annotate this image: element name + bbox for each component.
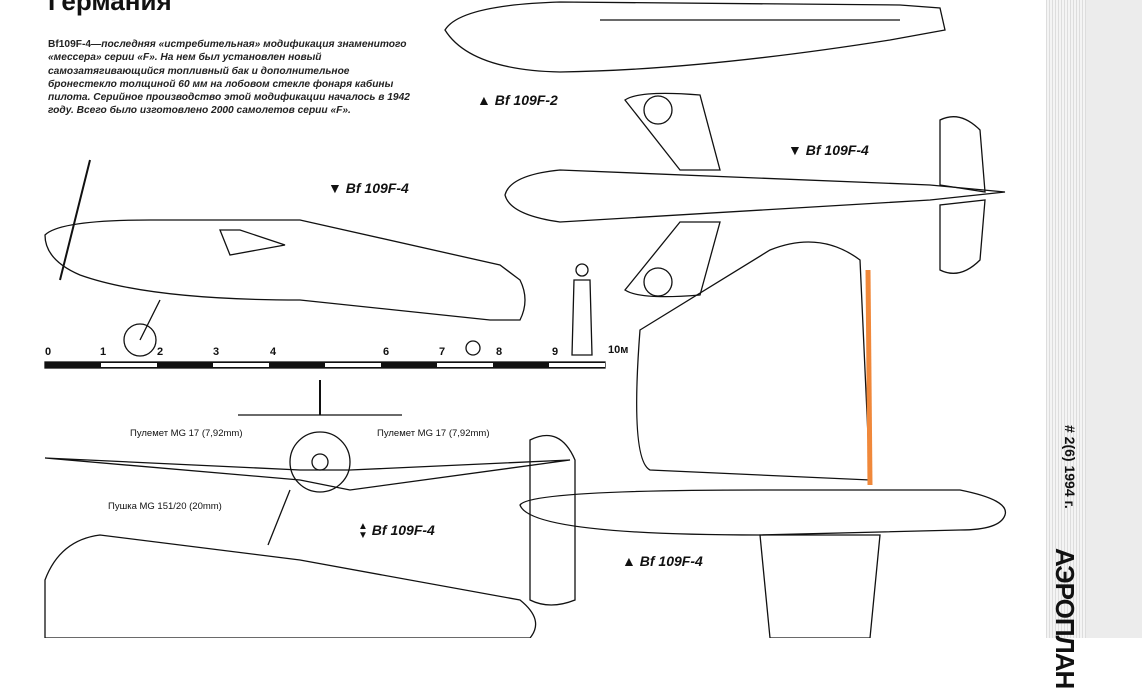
pilot-figure — [571, 263, 593, 356]
drawing-f4-topview — [519, 241, 1007, 638]
highlight-line — [865, 269, 873, 486]
page-edge-strip — [1046, 0, 1086, 638]
scale-tick: 7 — [439, 346, 446, 358]
label-underside-f4: ▼ Bf 109F-4 — [788, 142, 869, 158]
drawing-f4-front — [44, 380, 571, 546]
drawing-f2-top — [444, 1, 946, 73]
scan-background — [1086, 0, 1142, 638]
scale-tick: 1 — [100, 346, 107, 358]
label-top-f4: ▲ Bf 109F-4 — [622, 553, 703, 569]
scale-tick: 4 — [270, 346, 277, 358]
issue-number: # 2(6) 1994 г. — [1062, 425, 1078, 509]
drawing-f4-side — [44, 159, 526, 357]
label-front-f4: ▲▼ Bf 109F-4 — [358, 521, 435, 542]
magazine-page: Германия Bf109F-4—последняя «истребитель… — [44, 0, 1142, 688]
drawing-f4-underside — [504, 92, 1006, 298]
scale-tick: 2 — [157, 346, 164, 358]
aircraft-drawings — [44, 1, 1007, 638]
scale-tick: 6 — [383, 346, 390, 358]
page-title: Германия — [48, 0, 172, 16]
callout-mg-right: Пулемет MG 17 (7,92mm) — [377, 428, 490, 439]
magazine-logo: АЭРОПЛАН — [1050, 548, 1080, 688]
scale-tick: 0 — [45, 346, 52, 358]
label-top-f2: ▲ Bf 109F-2 — [477, 92, 558, 108]
drawing-f4-side-lower — [44, 534, 537, 638]
scale-tick: 9 — [552, 346, 559, 358]
scale-tick: 8 — [496, 346, 503, 358]
description-body: —последняя «истребительная» модификация … — [48, 39, 410, 117]
callout-mg-left: Пулемет MG 17 (7,92mm) — [130, 428, 243, 439]
description-lead: Bf109F-4 — [48, 39, 92, 50]
label-front-f4-text: Bf 109F-4 — [371, 522, 435, 538]
callout-cannon: Пушка MG 151/20 (20mm) — [108, 501, 222, 512]
scale-bar — [44, 361, 606, 369]
scale-tick: 3 — [213, 346, 220, 358]
label-side-f4: ▼ Bf 109F-4 — [328, 180, 409, 196]
description-text: Bf109F-4—последняя «истребительная» моди… — [48, 38, 420, 118]
scale-unit: 10м — [608, 344, 629, 356]
